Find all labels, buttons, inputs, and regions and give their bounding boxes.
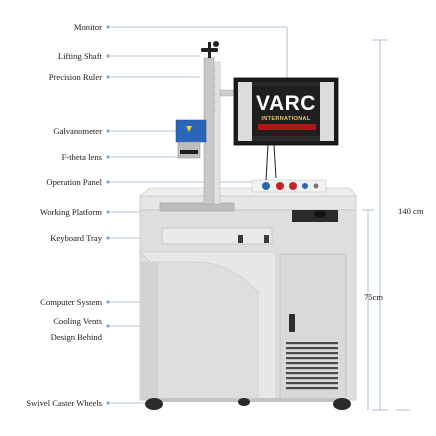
leader-dots <box>106 25 110 405</box>
label-operation-panel: Operation Panel <box>46 177 102 187</box>
label-computer-system: Computer System <box>40 297 102 307</box>
cabinet <box>139 187 357 402</box>
mouse-pad <box>292 210 338 222</box>
laser-head <box>175 119 207 159</box>
dimension-lines <box>362 39 410 411</box>
lifting-column <box>201 41 221 205</box>
label-working-platform: Working Platform <box>39 207 102 217</box>
working-platform <box>159 202 235 212</box>
label-cooling-vents-line2: Design Behind <box>50 332 102 342</box>
keyboard-tray <box>161 227 273 245</box>
label-precision-ruler: Precision Ruler <box>48 72 102 82</box>
label-lifting-shaft: Lifting Shaft <box>57 51 102 61</box>
caster-wheels <box>145 398 351 410</box>
vent-grille <box>286 342 338 390</box>
label-galvanometer: Galvanometer <box>53 126 102 136</box>
monitor <box>233 77 339 181</box>
dim-total-height: 140 cm <box>398 206 424 216</box>
label-keyboard-tray: Keyboard Tray <box>50 233 102 243</box>
label-monitor: Monitor <box>73 22 102 32</box>
dim-table-height: 75cm <box>364 292 384 302</box>
label-f-theta-lens: F-theta lens <box>61 152 102 162</box>
operation-panel <box>251 179 327 193</box>
screen-brand-sub: INTERNATIONAL <box>261 116 311 122</box>
label-cooling-vents-line1: Cooling Vents <box>53 316 102 326</box>
label-swivel-caster-wheels: Swivel Caster Wheels <box>26 398 102 408</box>
galvanometer <box>175 119 207 143</box>
screen-brand: VARC <box>256 92 316 115</box>
